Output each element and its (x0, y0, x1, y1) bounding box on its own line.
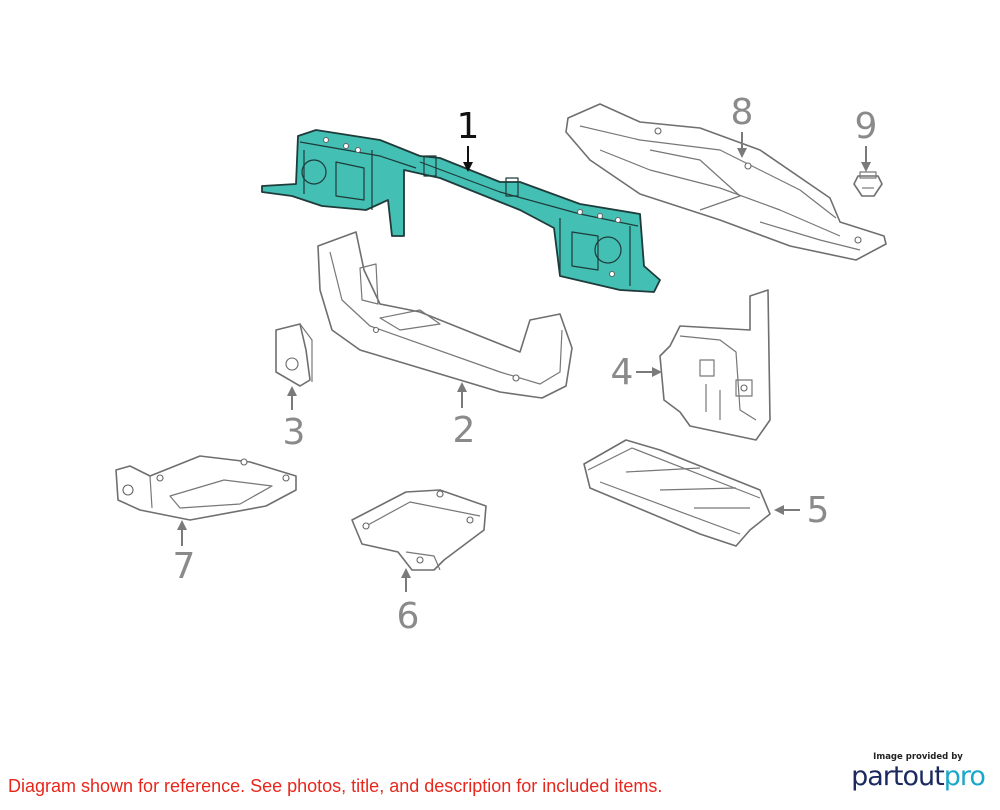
reference-disclaimer: Diagram shown for reference. See photos,… (8, 776, 663, 796)
brand-name-part1: partout (851, 761, 945, 792)
callout-3: 3 (283, 412, 306, 453)
brand-caption: Image provided by (873, 752, 963, 762)
callout-labels: 1 2 3 4 5 6 7 8 9 (173, 92, 878, 637)
callout-7: 7 (173, 546, 196, 587)
callout-4: 4 (611, 352, 634, 393)
part-8-radiator-cover[interactable] (565, 103, 887, 261)
leader-arrows (177, 132, 871, 592)
part-9-push-clip[interactable] (853, 171, 883, 197)
callout-5: 5 (807, 490, 830, 531)
part-5-lower-tray[interactable] (583, 439, 771, 547)
part-6-splash-shield[interactable] (351, 489, 487, 571)
part-4-side-bracket[interactable] (659, 289, 771, 441)
callout-6: 6 (397, 596, 420, 637)
brand-logo: Image provided by partoutpro (848, 752, 988, 792)
part-3-bracket[interactable] (275, 323, 313, 387)
brand-name: partoutpro (848, 762, 988, 792)
brand-name-part2: pro (943, 761, 986, 792)
callout-8: 8 (731, 92, 754, 133)
part-2-lower-support[interactable] (317, 231, 573, 399)
part-1-radiator-support[interactable] (261, 129, 661, 293)
callout-9: 9 (855, 106, 878, 147)
callout-1: 1 (457, 106, 480, 147)
part-7-lower-shield[interactable] (115, 455, 297, 521)
callout-2: 2 (453, 410, 476, 451)
